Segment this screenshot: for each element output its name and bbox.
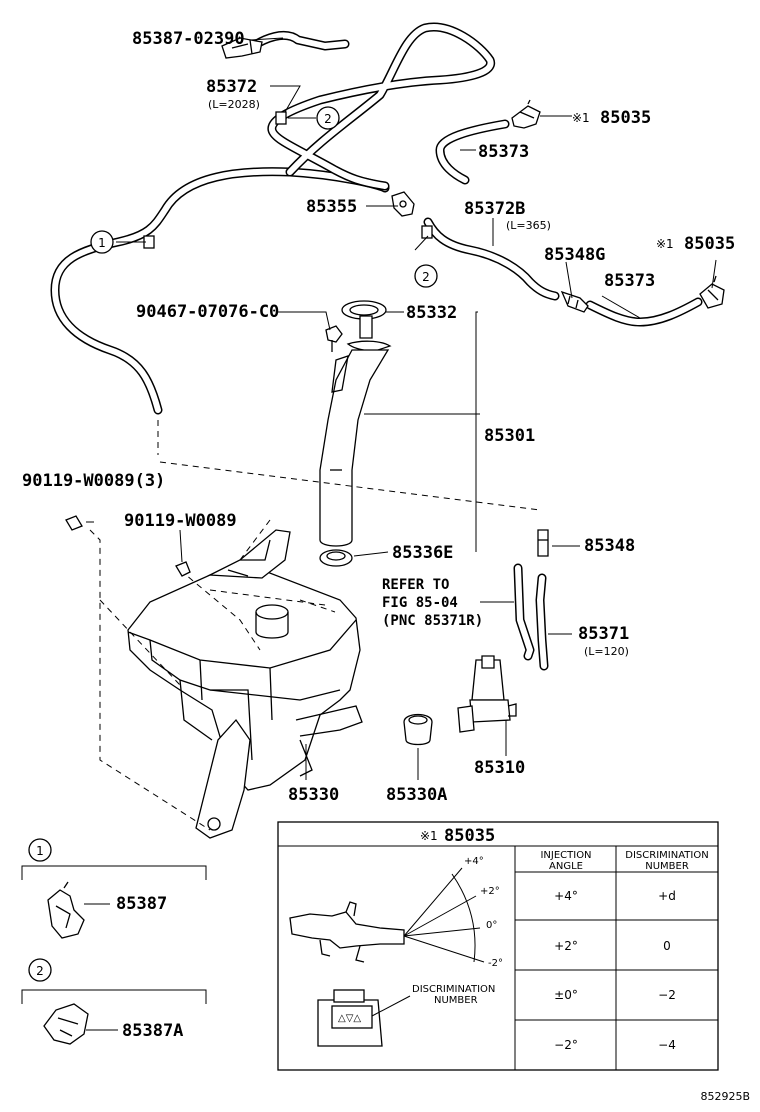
hose-85372B <box>423 217 560 301</box>
label-85372-length: (L=2028) <box>208 98 260 111</box>
label-85373-right: 85373 <box>604 271 655 291</box>
washer-tank-85330 <box>127 529 363 839</box>
table-header-number-1: DISCRIMINATION <box>625 850 708 861</box>
inset-bracket-2 <box>21 989 207 1004</box>
table-cell-number: 0 <box>663 939 671 953</box>
connector-85355 <box>391 191 415 217</box>
svg-text:2: 2 <box>422 270 430 284</box>
angle-plus2: +2° <box>480 886 500 897</box>
filler-cap-85332 <box>341 300 387 339</box>
label-85372: 85372 <box>206 77 257 97</box>
refer-text-line1: REFER TO <box>382 577 449 593</box>
mark-85035-top: ※1 <box>572 111 590 125</box>
detail-nozzle-top-view: △▽△ DISCRIMINATION NUMBER <box>317 984 495 1047</box>
label-85355: 85355 <box>306 197 357 217</box>
label-90119-W0089: 90119-W0089 <box>124 511 237 531</box>
svg-text:2: 2 <box>324 112 332 126</box>
label-85387-02390: 85387-02390 <box>132 29 245 49</box>
refer-text-line2: FIG 85-04 <box>382 595 458 611</box>
label-85310: 85310 <box>474 758 525 778</box>
hoses-85371 <box>513 563 549 671</box>
hose-clip-2-top <box>275 111 287 125</box>
table-header-angle-2: ANGLE <box>549 861 583 872</box>
grommet-85330A <box>403 713 433 746</box>
clip-85387 <box>47 881 85 939</box>
label-85348G: 85348G <box>544 245 605 265</box>
circle-marker-2-mid: 2 <box>414 264 438 288</box>
label-85348: 85348 <box>584 536 635 556</box>
label-85372B-length: (L=365) <box>506 219 551 232</box>
table-cell-angle: +4° <box>554 889 578 903</box>
circle-marker-2-top: 2 <box>316 106 340 130</box>
label-85301: 85301 <box>484 426 535 446</box>
label-85387A: 85387A <box>122 1021 183 1041</box>
mark-85035-right: ※1 <box>656 237 674 251</box>
label-85387: 85387 <box>116 894 167 914</box>
table-cell-number: −4 <box>658 1038 676 1052</box>
label-85330A: 85330A <box>386 785 447 805</box>
circle-marker-2-inset: 2 <box>28 958 52 982</box>
svg-text:2: 2 <box>36 964 44 978</box>
detail-nozzle-drawing: +4° +2° 0° -2° <box>289 856 503 969</box>
angle-plus4: +4° <box>464 856 484 867</box>
table-cell-number: −2 <box>658 988 676 1002</box>
nozzle-mark: △▽△ <box>338 1013 361 1024</box>
table-header-number-2: NUMBER <box>645 861 689 872</box>
angle-zero: 0° <box>486 920 497 931</box>
label-90467-07076-C0: 90467-07076-C0 <box>136 302 279 322</box>
check-valve-85348 <box>537 529 549 557</box>
label-85373-top: 85373 <box>478 142 529 162</box>
bolt-90119-W0089 <box>175 561 191 577</box>
detail-mark: ※1 <box>420 829 438 843</box>
leader-lines <box>84 37 717 1031</box>
clip-85387A <box>43 1003 89 1045</box>
hose-85387-02390 <box>245 31 350 53</box>
clip-85387-02390 <box>221 37 263 59</box>
detail-title: 85035 <box>444 826 495 846</box>
label-85371: 85371 <box>578 624 629 644</box>
label-85371-length: (L=120) <box>584 645 629 658</box>
circle-marker-1-hose: 1 <box>90 230 114 254</box>
hose-85373-right <box>585 297 703 327</box>
hose-85373-top <box>435 119 510 185</box>
label-85330: 85330 <box>288 785 339 805</box>
svg-text:1: 1 <box>36 844 44 858</box>
inset-bracket-1 <box>21 865 207 880</box>
label-85372B: 85372B <box>464 199 525 219</box>
table-cell-angle: +2° <box>554 939 578 953</box>
label-85336E: 85336E <box>392 543 453 563</box>
svg-text:1: 1 <box>98 236 106 250</box>
table-cell-angle: ±0° <box>554 988 578 1002</box>
angle-table: INJECTION ANGLE DISCRIMINATION NUMBER +4… <box>514 846 718 1070</box>
label-85035-right: 85035 <box>684 234 735 254</box>
circle-marker-1-inset: 1 <box>28 838 52 862</box>
hose-clip-2-mid <box>421 225 433 239</box>
label-85035-top: 85035 <box>600 108 651 128</box>
diagram-code: 852925B <box>700 1090 750 1103</box>
filler-pipe-85301 <box>319 340 392 547</box>
assembly-lines <box>89 420 541 831</box>
disc-number-label-2: NUMBER <box>434 995 478 1006</box>
angle-minus2: -2° <box>488 958 503 969</box>
disc-number-label-1: DISCRIMINATION <box>412 984 495 995</box>
label-85332: 85332 <box>406 303 457 323</box>
bolt-90467 <box>325 325 343 352</box>
label-90119-W0089-3: 90119-W0089(3) <box>22 471 165 491</box>
table-header-angle-1: INJECTION <box>540 850 591 861</box>
detail-box-85035: ※1 85035 +4° +2° 0° -2° △▽△ DISCRIMINATI… <box>277 821 719 1071</box>
connector-85348G <box>560 290 589 313</box>
refer-text-line3: (PNC 85371R) <box>382 613 483 629</box>
nozzle-85035-top <box>511 99 541 129</box>
table-cell-angle: −2° <box>554 1038 578 1052</box>
nozzle-85035-right <box>699 275 725 309</box>
grommet-85336E <box>319 549 353 567</box>
washer-pump-85310 <box>457 655 517 733</box>
table-cell-number: +d <box>658 889 676 903</box>
bolt-90119-W0089-3 <box>65 515 83 531</box>
